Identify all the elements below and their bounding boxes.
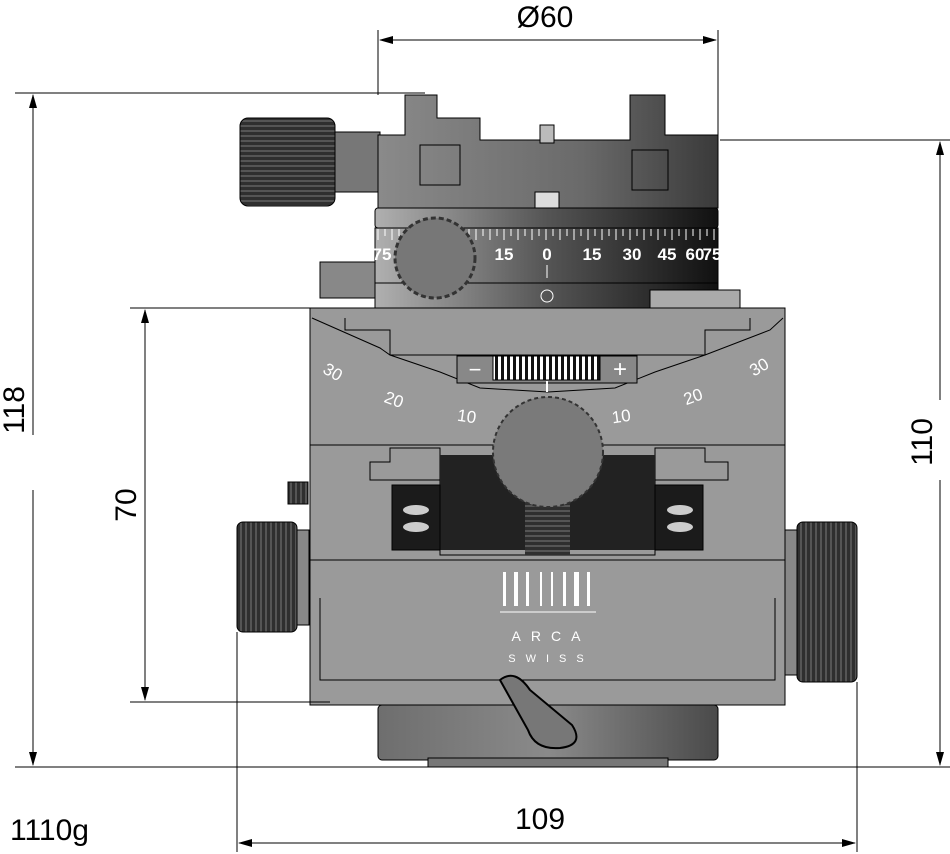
- barcode-bar: [587, 572, 590, 606]
- logo-arca: ARCA: [512, 628, 591, 644]
- minus-label: −: [469, 357, 482, 382]
- logo-swiss: SWISS: [508, 653, 593, 665]
- tripod-head: 75 15 0 15 30 45 60 75 30 20 10 10 20 30…: [236, 94, 858, 768]
- clamp-pin: [539, 124, 555, 144]
- base-plate: [427, 757, 669, 768]
- tilt-lock-knob[interactable]: [492, 396, 604, 508]
- rotation-label: 45: [658, 245, 677, 264]
- clamp-jaw-left: [419, 144, 461, 186]
- left-side-knob[interactable]: [236, 521, 298, 633]
- total-height-dimension: 118: [0, 386, 31, 434]
- index-dot: [540, 289, 554, 303]
- width-dimension: 109: [515, 803, 565, 836]
- pan-lock-lever[interactable]: [319, 261, 376, 299]
- plus-label: +: [613, 356, 627, 383]
- barcode-bar: [551, 572, 553, 606]
- tilt-height-dimension: 70: [110, 488, 143, 521]
- pan-lock-knob[interactable]: [393, 216, 477, 300]
- clamp-jaw-right: [631, 149, 669, 191]
- rotation-label: 75: [703, 245, 722, 264]
- barcode-bar: [563, 572, 566, 606]
- tilt-label: 10: [456, 406, 477, 427]
- clamp-knob-neck: [334, 131, 381, 193]
- ring-detail: [649, 289, 741, 311]
- lock-lever[interactable]: [498, 674, 578, 750]
- rotation-label: 15: [583, 245, 602, 264]
- rotation-label: 75: [373, 245, 392, 264]
- body-height-dimension: 110: [906, 418, 939, 466]
- tilt-label: 10: [611, 406, 632, 427]
- rotation-label: 0: [542, 245, 551, 264]
- rotation-label: 60: [686, 245, 705, 264]
- rotation-label: 30: [623, 245, 642, 264]
- barcode-bar: [503, 572, 506, 606]
- clamp-knob[interactable]: [239, 117, 336, 207]
- quick-release-clamp: [377, 94, 719, 209]
- right-side-knob[interactable]: [796, 521, 858, 683]
- diameter-dimension: Ø60: [517, 1, 574, 34]
- fine-adjust-wheel[interactable]: [492, 355, 601, 381]
- barcode-bar: [540, 572, 542, 606]
- dimension-lines: [15, 30, 950, 852]
- barcode-bar: [574, 572, 579, 606]
- barcode-bar: [514, 572, 518, 606]
- rotation-label: 15: [495, 245, 514, 264]
- arca-swiss-logo: ARCA SWISS: [500, 572, 596, 665]
- clamp-center: [534, 191, 560, 209]
- weight-label: 1110g: [10, 814, 89, 847]
- threaded-rod: [525, 500, 570, 555]
- barcode-bar: [526, 572, 529, 606]
